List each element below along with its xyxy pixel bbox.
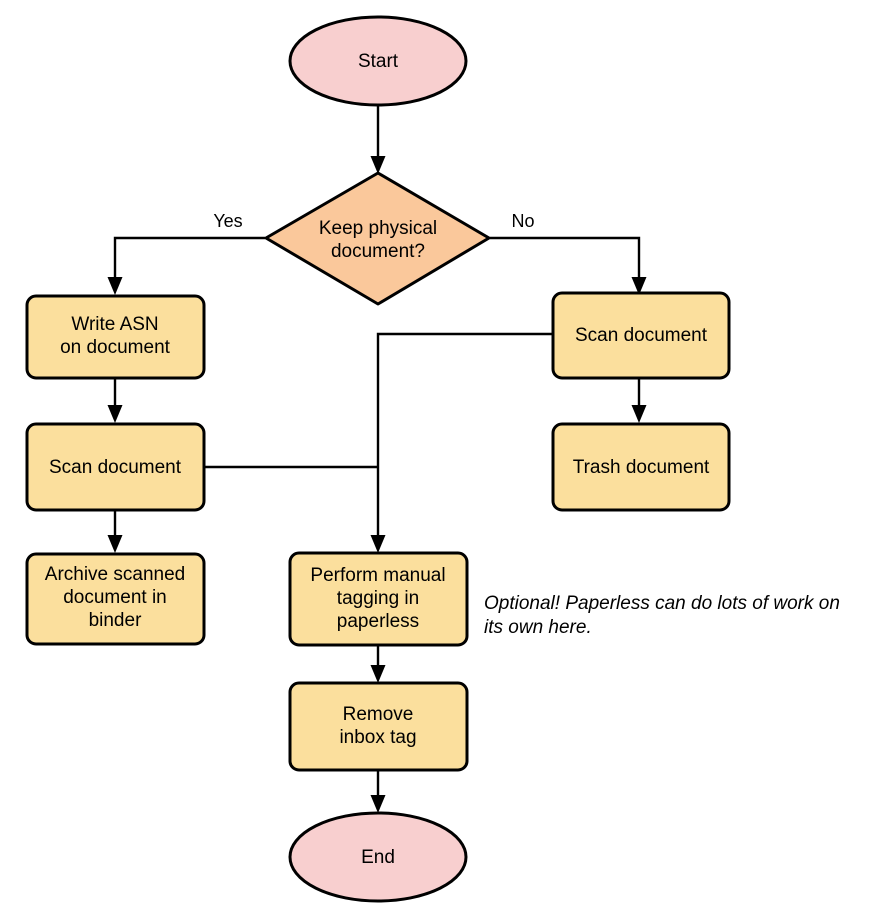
edge-line [376,332,552,541]
trash-box[interactable] [551,422,731,512]
archive-label-line1: Archive scanned [45,564,185,585]
arrowhead [370,665,386,683]
node-scan-document-left[interactable]: Scan document [25,422,206,512]
scan-left-label: Scan document [49,457,182,478]
annotation-line2: its own here. [484,617,592,638]
node-start[interactable]: Start [288,15,468,107]
arrowhead [107,535,123,553]
arrowhead [370,535,386,553]
edge-decision-no-to-scan-right [490,236,647,295]
annotation-optional-note: Optional! Paperless can do lots of work … [484,593,840,638]
arrowhead [107,277,123,295]
end-ellipse[interactable] [288,811,468,903]
write-asn-label-line1: Write ASN [71,314,158,335]
archive-label-line3: binder [89,610,142,631]
arrowhead [370,795,386,813]
edge-label-no: No [511,211,534,231]
node-archive-scanned-document[interactable]: Archive scanned document in binder [25,552,206,646]
edge-decision-yes-to-write-asn [107,236,265,295]
edge-remove-inbox-to-end [370,770,386,813]
scan-right-label: Scan document [575,325,708,346]
tagging-label-line3: paperless [337,611,419,632]
annotation-line1: Optional! Paperless can do lots of work … [484,593,840,614]
edge-line [490,236,641,283]
edge-label-yes: Yes [213,211,242,231]
edge-scan-left-to-archive [107,511,123,553]
remove-inbox-box[interactable] [288,681,469,772]
arrowhead [631,277,647,295]
arrowhead [107,405,123,423]
start-ellipse[interactable] [288,15,468,107]
end-label: End [361,847,395,868]
edge-line [113,236,265,283]
decision-label-line2: document? [331,241,425,262]
decision-diamond[interactable] [264,171,491,306]
archive-label-line2: document in [63,587,167,608]
node-remove-inbox-tag[interactable]: Remove inbox tag [288,681,469,772]
node-write-asn[interactable]: Write ASN on document [25,294,206,380]
tagging-box[interactable] [288,551,469,647]
start-label: Start [358,51,399,72]
write-asn-box[interactable] [25,294,206,380]
edge-scan-right-to-tagging [370,332,552,553]
node-end[interactable]: End [288,811,468,903]
arrowhead [631,405,647,423]
scan-right-box[interactable] [551,291,731,380]
edge-start-to-decision [370,106,386,174]
tagging-label-line1: Perform manual [310,565,445,586]
node-scan-document-right[interactable]: Scan document [551,291,731,380]
archive-box[interactable] [25,552,206,646]
edge-write-asn-to-scan-left [107,378,123,423]
arrowhead [370,156,386,174]
edge-tagging-to-remove-inbox [370,645,386,683]
decision-label-line1: Keep physical [319,218,437,239]
node-perform-manual-tagging[interactable]: Perform manual tagging in paperless [288,551,469,647]
edge-scan-right-to-trash [631,378,647,423]
node-trash-document[interactable]: Trash document [551,422,731,512]
scan-left-box[interactable] [25,422,206,512]
remove-inbox-label-line1: Remove [343,704,414,725]
tagging-label-line2: tagging in [337,588,419,609]
write-asn-label-line2: on document [60,337,171,358]
remove-inbox-label-line2: inbox tag [339,727,416,748]
trash-label: Trash document [573,457,710,478]
node-keep-physical-document-decision[interactable]: Keep physical document? [264,171,491,306]
